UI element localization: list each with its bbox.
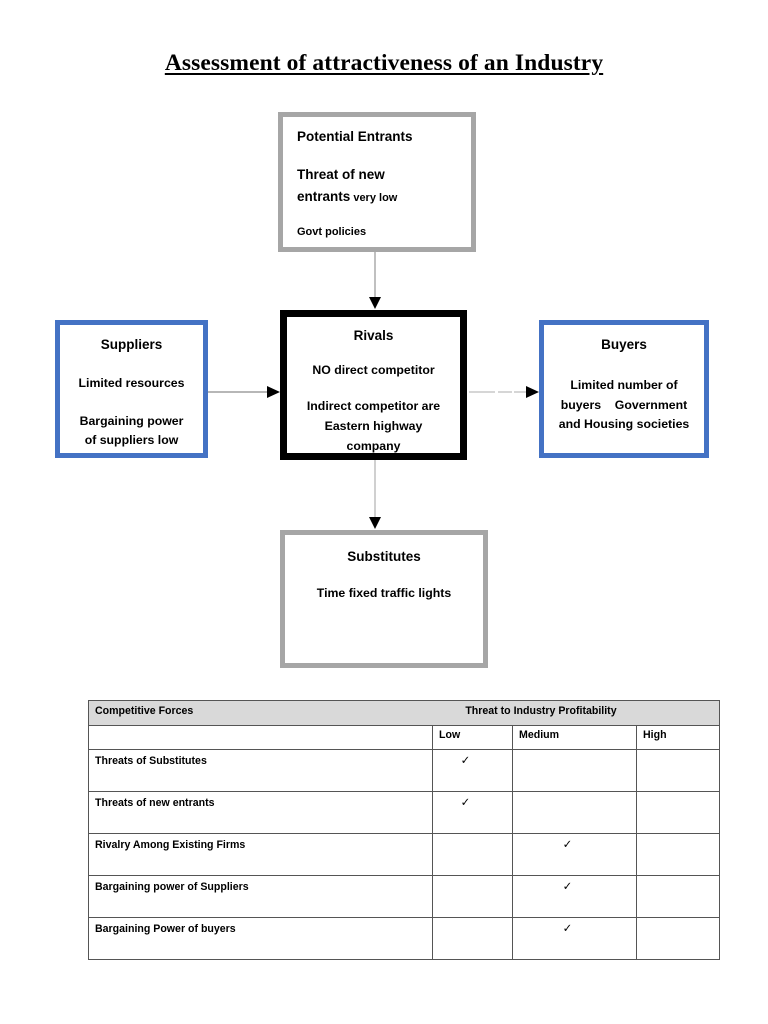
table-cell-medium: ✓ [512,875,637,918]
check-icon: ✓ [460,755,471,767]
arrow-rivals-to-buyers-icon [469,386,539,398]
table-cell-force: Threats of new entrants [88,791,433,834]
suppliers-heading: Suppliers [100,337,163,352]
arrow-suppliers-to-rivals-icon [208,386,280,398]
table-row: Threats of Substitutes ✓ [88,749,721,792]
threat-assessment-table: Competitive Forces Threat to Industry Pro… [87,700,721,960]
table-cell-low [432,833,513,876]
substitutes-line-a: Time fixed traffic lights [316,586,452,600]
table-cell-high [635,749,721,792]
check-icon: ✓ [562,839,573,851]
subheader-high: High [635,725,721,750]
rivals-line-a: NO direct competitor [312,363,435,377]
subheader-medium: Medium [512,725,637,750]
table-cell-medium [512,791,637,834]
force-box-substitutes: Substitutes Time fixed traffic lights [280,530,488,668]
table-cell-force: Bargaining power of Suppliers [88,875,433,918]
rivals-line-b3: company [346,438,401,453]
table-cell-high [635,917,721,960]
table-cell-low [432,875,513,918]
table-row: Bargaining Power of buyers ✓ [88,917,721,960]
subheader-blank [88,725,433,750]
table-cell-medium [512,749,637,792]
rivals-heading: Rivals [353,328,394,343]
buyers-line-b1: Limited number of [570,378,678,392]
table-cell-low: ✓ [432,749,513,792]
buyers-line-b2: buyers Government [560,397,688,412]
table-cell-low [432,917,513,960]
header-threat-to-profitability: Threat to Industry Profitability [465,705,617,717]
buyers-line-b3: and Housing societies [558,417,690,432]
rivals-line-b2: Eastern highway [324,418,423,433]
suppliers-line-a: Limited resources [78,376,185,390]
arrow-rivals-to-substitutes-icon [369,460,381,529]
table-row: Threats of new entrants ✓ [88,791,721,834]
table-header-cell: Competitive Forces Threat to Industry Pro… [87,700,721,726]
suppliers-line-b1: Bargaining power [79,414,184,428]
table-cell-high [635,791,721,834]
force-box-suppliers: Suppliers Limited resources Bargaining p… [55,320,208,458]
table-subheader-row: Low Medium High [88,725,721,750]
potential-entrants-threat-line: Threat of new [297,167,385,182]
table-cell-force: Threats of Substitutes [88,749,433,792]
force-box-potential-entrants: Potential Entrants Threat of new entrant… [278,112,476,252]
page-title-text: Assessment of attractiveness of an Indus… [164,50,604,76]
potential-entrants-entrants-line: entrants very low [297,188,471,206]
table-header-band: Competitive Forces Threat to Industry Pro… [87,700,721,726]
table-cell-medium: ✓ [512,917,637,960]
table-cell-high [635,833,721,876]
rivals-line-b: Indirect competitor are Eastern highway … [293,397,454,453]
header-competitive-forces: Competitive Forces [95,705,194,717]
subheader-low: Low [432,725,513,750]
buyers-line-b: Limited number of buyers Government and … [549,376,699,435]
check-icon: ✓ [460,797,471,809]
potential-entrants-entrants-small: very low [350,192,398,204]
substitutes-heading: Substitutes [347,549,421,564]
table-cell-force: Bargaining Power of buyers [88,917,433,960]
buyers-heading: Buyers [601,337,647,352]
table-cell-medium: ✓ [512,833,637,876]
arrow-potential-entrants-to-rivals-icon [369,252,381,309]
table-cell-low: ✓ [432,791,513,834]
table-row: Bargaining power of Suppliers ✓ [88,875,721,918]
table-cell-high [635,875,721,918]
force-box-buyers: Buyers Limited number of buyers Governme… [539,320,709,458]
potential-entrants-entrants-bold: entrants [297,189,351,204]
table-row: Rivalry Among Existing Firms ✓ [88,833,721,876]
page-title: Assessment of attractiveness of an Indus… [0,50,768,77]
potential-entrants-govt-line: Govt policies [297,226,367,238]
table-cell-force: Rivalry Among Existing Firms [88,833,433,876]
rivals-line-b1: Indirect competitor are [306,399,441,413]
check-icon: ✓ [562,923,573,935]
suppliers-line-b: Bargaining power of suppliers low [68,412,195,450]
potential-entrants-heading: Potential Entrants [297,129,413,144]
suppliers-line-b2: of suppliers low [84,433,179,448]
force-box-rivals: Rivals NO direct competitor Indirect com… [280,310,467,460]
check-icon: ✓ [562,881,573,893]
